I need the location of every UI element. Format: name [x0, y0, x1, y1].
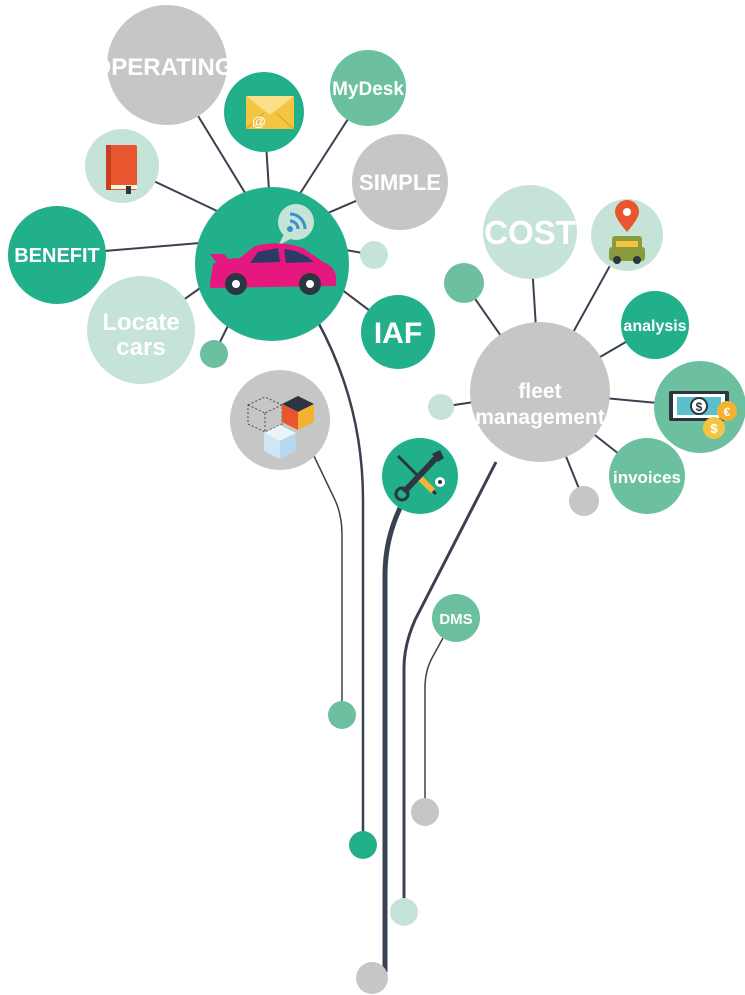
small-dot-teal [200, 340, 228, 368]
node-central-car [195, 187, 349, 341]
node-simple-circle [352, 134, 448, 230]
node-locate-cars: Locate cars [87, 276, 195, 384]
stem-fleet [402, 461, 498, 912]
node-benefit-circle [8, 206, 106, 304]
sports-car-icon [210, 243, 336, 295]
node-money: $ € $ [654, 361, 745, 453]
node-invoices-label: invoices [613, 468, 681, 487]
node-iaf: IAF [361, 295, 435, 369]
node-cubes [230, 370, 330, 470]
svg-text:€: € [724, 405, 731, 419]
stem-end-dot-fleet [390, 898, 418, 926]
node-locate-cars-label-line2: cars [116, 334, 165, 361]
3d-cubes-icon [247, 396, 314, 459]
node-operating-label: OPERATING [93, 54, 234, 81]
notebook-icon [106, 145, 137, 194]
node-car-location [591, 199, 663, 271]
car-location-pin-icon [609, 200, 645, 264]
wrench-screwdriver-icon [394, 450, 445, 502]
node-iaf-circle [361, 295, 435, 369]
node-fleet-management-circle [470, 322, 610, 462]
node-invoices-circle [609, 438, 685, 514]
small-dot-light [360, 241, 388, 269]
node-operating: OPERATING [93, 5, 234, 125]
stem-cubes [279, 384, 343, 715]
small-dot-gray-right [569, 486, 599, 516]
node-fleet-management: fleet management [470, 322, 610, 462]
node-benefit-label: BENEFIT [14, 245, 100, 267]
node-dms-label: DMS [439, 611, 472, 628]
stem-end-dot-cubes [328, 701, 356, 729]
stem-end-dot-tools [356, 962, 388, 994]
node-fleet-label-line1: fleet [518, 380, 561, 403]
node-cost-label: COST [484, 214, 576, 251]
node-mydesk: MyDesk [330, 50, 406, 126]
node-dms-circle [432, 594, 480, 642]
node-email: @ [224, 72, 304, 152]
node-benefit: BENEFIT [8, 206, 106, 304]
stem-dms [424, 637, 444, 812]
node-analysis-circle [621, 291, 689, 359]
node-simple-label: SIMPLE [359, 170, 441, 195]
email-envelope-icon: @ [245, 96, 295, 130]
node-dms: DMS [432, 594, 480, 642]
stem-central [316, 321, 365, 845]
small-dot-teal-right [444, 263, 484, 303]
node-cubes-circle [230, 370, 330, 470]
node-book [85, 129, 159, 203]
node-mydesk-label: MyDesk [332, 79, 404, 100]
node-analysis: analysis [621, 291, 689, 359]
small-dot-light-right [428, 394, 454, 420]
node-locate-cars-label-line1: Locate [102, 309, 179, 336]
node-cost-circle [483, 185, 577, 279]
node-mydesk-circle [330, 50, 406, 126]
node-invoices: invoices [609, 438, 685, 514]
svg-text:@: @ [252, 113, 266, 129]
node-cost: COST [483, 185, 577, 279]
node-iaf-label: IAF [374, 317, 422, 350]
node-locate-cars-circle [87, 276, 195, 384]
stem-end-dot-dms [411, 798, 439, 826]
svg-text:$: $ [710, 421, 718, 436]
wifi-speech-bubble-icon [278, 204, 314, 246]
node-operating-circle [107, 5, 227, 125]
stem-tools [382, 506, 403, 972]
svg-text:$: $ [696, 400, 703, 414]
node-analysis-label: analysis [623, 318, 686, 335]
node-tools [382, 438, 458, 514]
node-fleet-label-line2: management [475, 406, 605, 429]
node-simple: SIMPLE [352, 134, 448, 230]
money-coins-icon: $ € $ [669, 391, 737, 439]
stem-end-dot-central [349, 831, 377, 859]
